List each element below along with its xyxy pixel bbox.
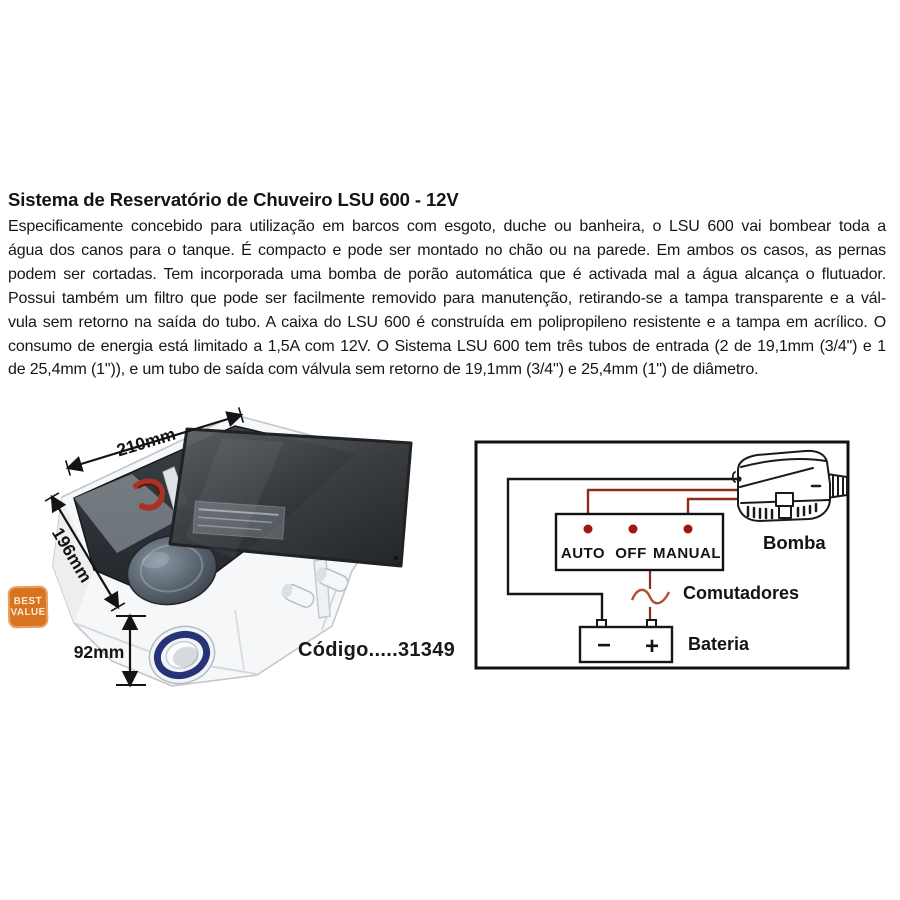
red-wire [133,478,166,511]
battery-plus-symbol: + [645,633,659,660]
dimension-label-height: 92mm [74,642,125,662]
glass-reflection [74,474,182,553]
battery: − + [578,619,674,664]
terminal-dot-auto [583,524,593,534]
dimension-arrow-210 [65,411,244,472]
description-line: água dos canos para o tanque. É compacto… [8,241,886,259]
switches-label: Comutadores [683,583,799,603]
page-title: Sistema de Reservatório de Chuveiro LSU … [8,189,459,210]
description-line: vula sem retorno na saída do tubo. A cai… [8,313,886,331]
pump-drawing [731,449,848,522]
fuse-squiggle [630,588,671,605]
acrylic-lid [168,427,413,568]
wiring-diagram: AUTO OFF MANUAL [474,440,850,670]
pump-label: Bomba [763,532,826,553]
battery-minus-symbol: − [597,632,611,659]
switch-label-off: OFF [615,545,647,562]
dimension-arrow-196 [50,494,120,610]
outlet-port [148,625,216,685]
badge-line-1: BEST [13,595,43,608]
negative-wire [506,477,740,621]
description-line: de 25,4mm (1")), e um tubo de saída com … [8,361,759,379]
terminal-dot-off [628,524,638,534]
pump-lid-circle [126,534,218,606]
product-description: Especificamente concebido para utilizaçã… [8,215,886,382]
product-code-label: Código.....31349 [298,639,456,661]
inlet-pipes [281,558,349,619]
description-line: consumo de energia está limitado a 1,5A … [8,337,886,355]
switch-panel: AUTO OFF MANUAL [554,512,725,572]
switch-label-auto: AUTO [561,545,605,562]
port-navy-ring [153,630,211,680]
label-under-lid [192,500,286,540]
terminal-dot-manual [683,524,693,534]
description-line: Possui também um filtro que pode ser fac… [8,289,886,307]
battery-label: Bateria [688,634,750,654]
badge-line-2: VALUE [10,606,46,619]
description-line: podem ser cortadas. Tem incorporada uma … [8,265,886,283]
switch-label-manual: MANUAL [653,545,721,562]
product-photo: 210mm 196mm 92mm [44,407,413,688]
best-value-badge: BEST VALUE [7,585,49,629]
description-line: Especificamente concebido para utilizaçã… [8,218,886,235]
dimension-arrows [44,407,245,688]
